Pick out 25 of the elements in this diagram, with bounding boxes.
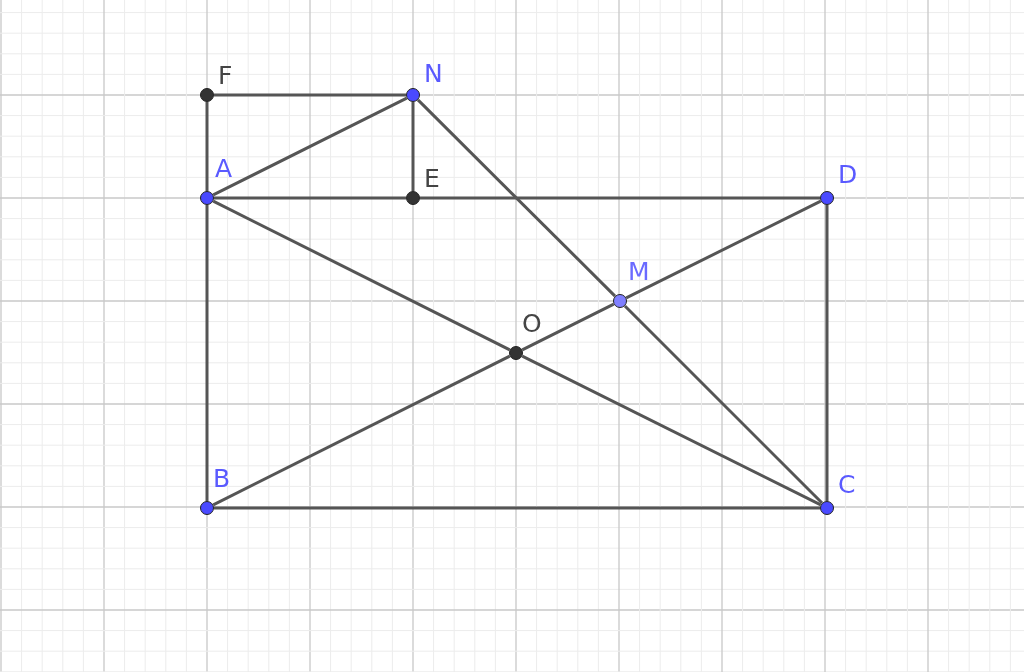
line-segment [205,205,209,501]
point-label: F [218,63,233,88]
point-label: N [424,61,443,86]
line-segment [212,199,511,352]
line-segment [420,196,820,200]
line-segment [825,205,829,501]
point-label: M [628,259,650,284]
line-segment [214,196,406,200]
line-segment [212,354,511,507]
line-segment [205,102,209,191]
point-label: O [522,311,542,336]
line-segment [416,98,617,298]
point-label: A [215,156,233,181]
line-segment [625,199,822,300]
line-segment [214,506,820,510]
line-segment [212,96,408,197]
line-segment [214,93,406,97]
line-segment [411,102,415,191]
point-label: E [424,166,440,191]
line-segment [623,304,824,505]
point-label: B [213,466,231,491]
line-segment [521,354,822,507]
point-label: C [838,472,856,497]
line-segment [521,302,615,352]
point-label: D [838,162,858,187]
